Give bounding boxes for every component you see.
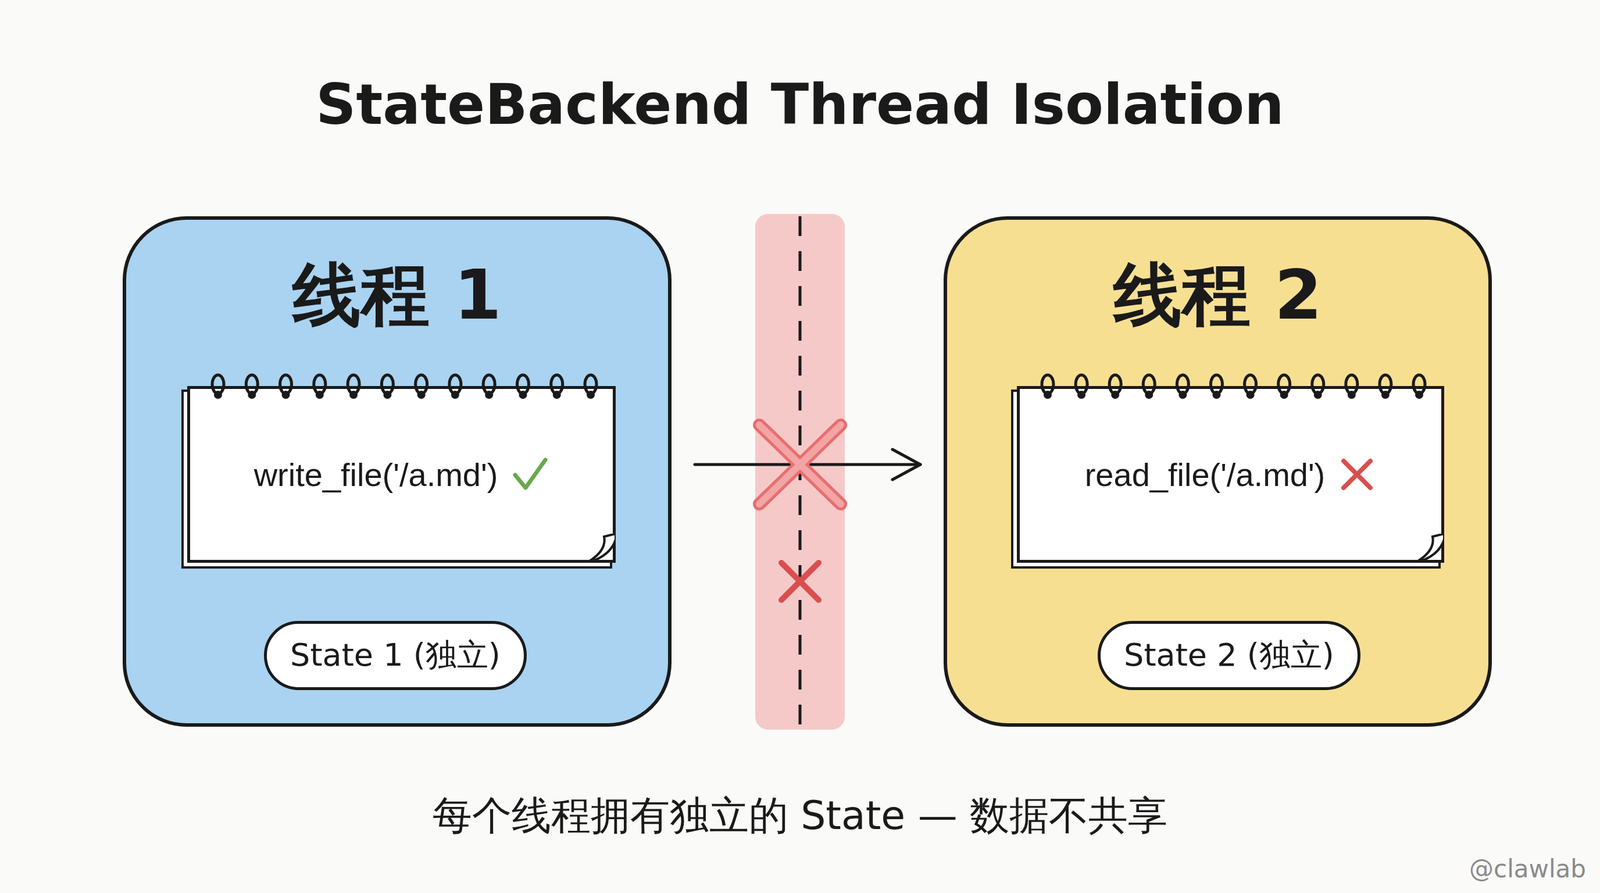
ring-hole <box>349 390 358 399</box>
ring-hole <box>518 390 527 399</box>
check-mark <box>510 455 549 494</box>
ring-hole <box>1212 390 1221 399</box>
isolation-band <box>755 213 845 730</box>
diagram-caption: 每个线程拥有独立的 State — 数据不共享 <box>0 791 1600 840</box>
state-pill: State 2 (独立) <box>1097 620 1361 691</box>
ring-hole <box>1280 390 1289 399</box>
page-curl <box>586 533 616 563</box>
code-call: write_file('/a.md') <box>254 455 499 494</box>
thread-heading: 线程 1 <box>126 260 669 330</box>
watermark: @clawlab <box>1469 854 1587 884</box>
ring-hole <box>1178 390 1187 399</box>
state-label: State 1 (独立) <box>290 634 501 677</box>
thread-panel: 线程 2 read_file('/a.md') State 2 (独立) <box>943 216 1492 727</box>
ring-hole <box>417 390 426 399</box>
ring-hole <box>1043 390 1052 399</box>
ring-hole <box>383 390 392 399</box>
page-curl <box>1415 533 1445 563</box>
ring-hole <box>1313 390 1323 399</box>
ring-hole <box>1415 390 1424 399</box>
thread-panel: 线程 1 write_file('/a.md') State 1 (独立) <box>122 216 672 727</box>
cross-mark <box>1337 455 1377 494</box>
ring-hole <box>213 390 223 399</box>
notepad-card: read_file('/a.md') <box>1016 386 1445 563</box>
ring-hole <box>1246 390 1255 399</box>
thread-heading: 线程 2 <box>947 260 1489 330</box>
arrow-head <box>892 449 921 480</box>
code-call: read_file('/a.md') <box>1084 455 1326 494</box>
cross-mark <box>1343 461 1371 488</box>
ring-hole <box>1144 390 1153 399</box>
diagram-title: StateBackend Thread Isolation <box>0 74 1600 137</box>
ring-hole <box>1381 390 1390 399</box>
ring-hole <box>586 390 595 399</box>
spiral-rings <box>190 369 619 405</box>
ring-hole <box>484 390 494 399</box>
blocked-cross <box>759 425 841 505</box>
page-curl <box>586 533 616 563</box>
check-mark <box>515 459 546 488</box>
ring-hole <box>552 390 562 399</box>
ring-hole <box>281 390 291 399</box>
state-label: State 2 (独立) <box>1123 634 1335 677</box>
ring-hole <box>451 390 460 399</box>
spiral-rings <box>1019 369 1448 405</box>
small-cross <box>781 562 819 600</box>
state-pill: State 1 (独立) <box>263 620 527 691</box>
ring-hole <box>315 390 324 399</box>
page-curl <box>1415 533 1445 563</box>
ring-hole <box>1347 390 1356 399</box>
ring-hole <box>1077 390 1086 399</box>
ring-hole <box>1111 390 1120 399</box>
notepad-card: write_file('/a.md') <box>187 386 616 563</box>
ring-hole <box>247 390 256 399</box>
